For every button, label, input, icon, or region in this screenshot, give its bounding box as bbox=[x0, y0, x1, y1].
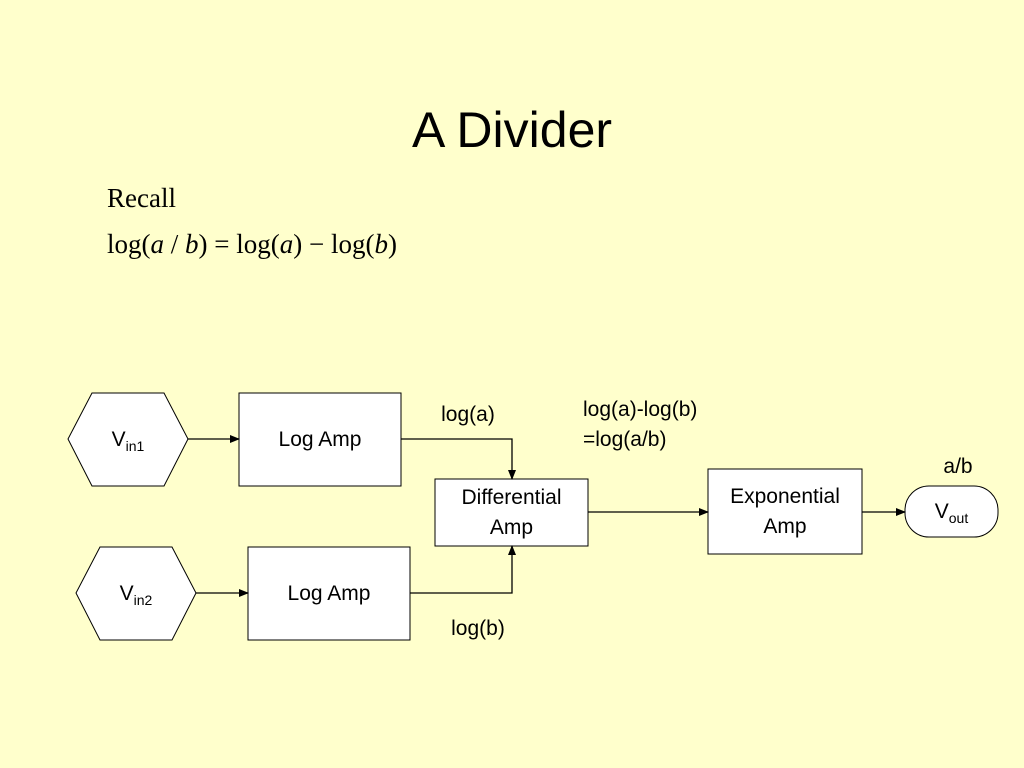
formula-var-a: a bbox=[279, 229, 294, 259]
connector-logamp1-to-diffamp bbox=[401, 438, 516, 480]
input-1-hexagon bbox=[67, 392, 189, 487]
output-label: Vout bbox=[905, 486, 998, 537]
signal-label-log-a: log(a) bbox=[441, 403, 495, 426]
slide-title: A Divider bbox=[411, 102, 613, 158]
input-2-sub: in2 bbox=[133, 591, 153, 608]
formula-var-b: b bbox=[374, 229, 388, 259]
input-1-main: V bbox=[111, 427, 126, 451]
formula-part: / bbox=[164, 229, 186, 259]
log-amp-2-box bbox=[247, 546, 411, 641]
exponential-amp-line2: Amp bbox=[763, 514, 807, 538]
input-2-main: V bbox=[119, 581, 134, 605]
input-1-label: Vin1 bbox=[68, 393, 188, 486]
exponential-amp-box bbox=[707, 468, 863, 555]
formula-part: ) − log( bbox=[293, 229, 375, 259]
output-sub: out bbox=[948, 509, 969, 526]
formula-part: ) bbox=[387, 229, 397, 259]
input-1-sub: in1 bbox=[125, 437, 145, 454]
difference-line1: log(a)-log(b) bbox=[583, 398, 698, 421]
formula-part: log( bbox=[107, 229, 151, 259]
signal-label-log-b: log(b) bbox=[451, 617, 505, 640]
differential-amp-box bbox=[434, 478, 589, 547]
exponential-amp-line1: Exponential bbox=[730, 484, 840, 508]
output-main: V bbox=[934, 499, 949, 523]
connector-logamp2-to-diffamp bbox=[410, 545, 516, 594]
signal-label-difference: log(a)-log(b) =log(a/b) bbox=[583, 395, 697, 455]
difference-line2: =log(a/b) bbox=[583, 428, 667, 451]
log-amp-1-label: Log Amp bbox=[278, 427, 362, 451]
log-amp-2-label: Log Amp bbox=[287, 581, 371, 605]
input-2-hexagon bbox=[75, 546, 197, 641]
formula-var-a: a bbox=[150, 229, 165, 259]
formula-part: ) = log( bbox=[198, 229, 280, 259]
differential-amp-line1: Differential bbox=[461, 485, 562, 509]
input-2-label: Vin2 bbox=[76, 547, 196, 640]
differential-amp-line2: Amp bbox=[489, 515, 534, 539]
log-amp-1-box bbox=[238, 392, 402, 487]
formula-var-b: b bbox=[185, 229, 199, 259]
log-identity-formula: log(a / b) = log(a) − log(b) bbox=[107, 228, 397, 260]
signal-label-ratio: a/b bbox=[943, 455, 973, 478]
recall-text: Recall bbox=[107, 183, 176, 213]
